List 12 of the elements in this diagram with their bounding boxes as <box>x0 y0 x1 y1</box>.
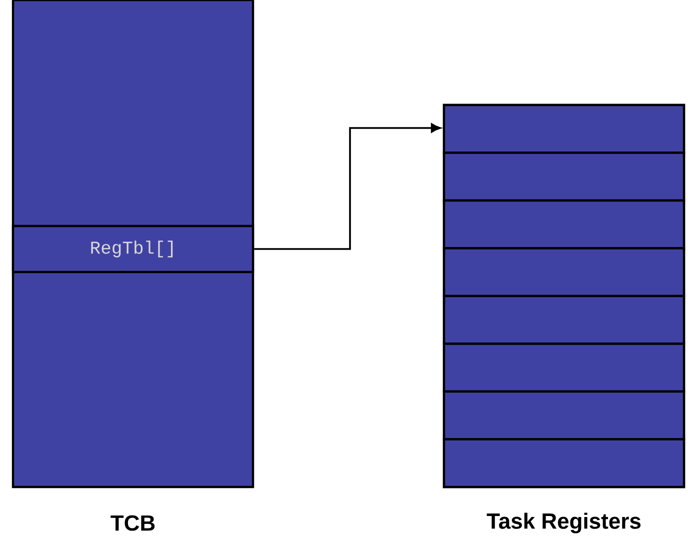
field-row: RegTbl[] <box>12 224 254 274</box>
node-label: Task Registers <box>486 512 641 534</box>
register-row <box>442 294 686 345</box>
register-row <box>442 152 686 202</box>
arrow <box>254 123 441 250</box>
register-row <box>442 342 686 393</box>
register-row <box>442 199 686 250</box>
register-row <box>442 390 686 440</box>
node-label: TCB <box>110 515 155 531</box>
register-row <box>442 438 686 488</box>
register-row <box>442 247 686 298</box>
register-row <box>442 104 686 154</box>
